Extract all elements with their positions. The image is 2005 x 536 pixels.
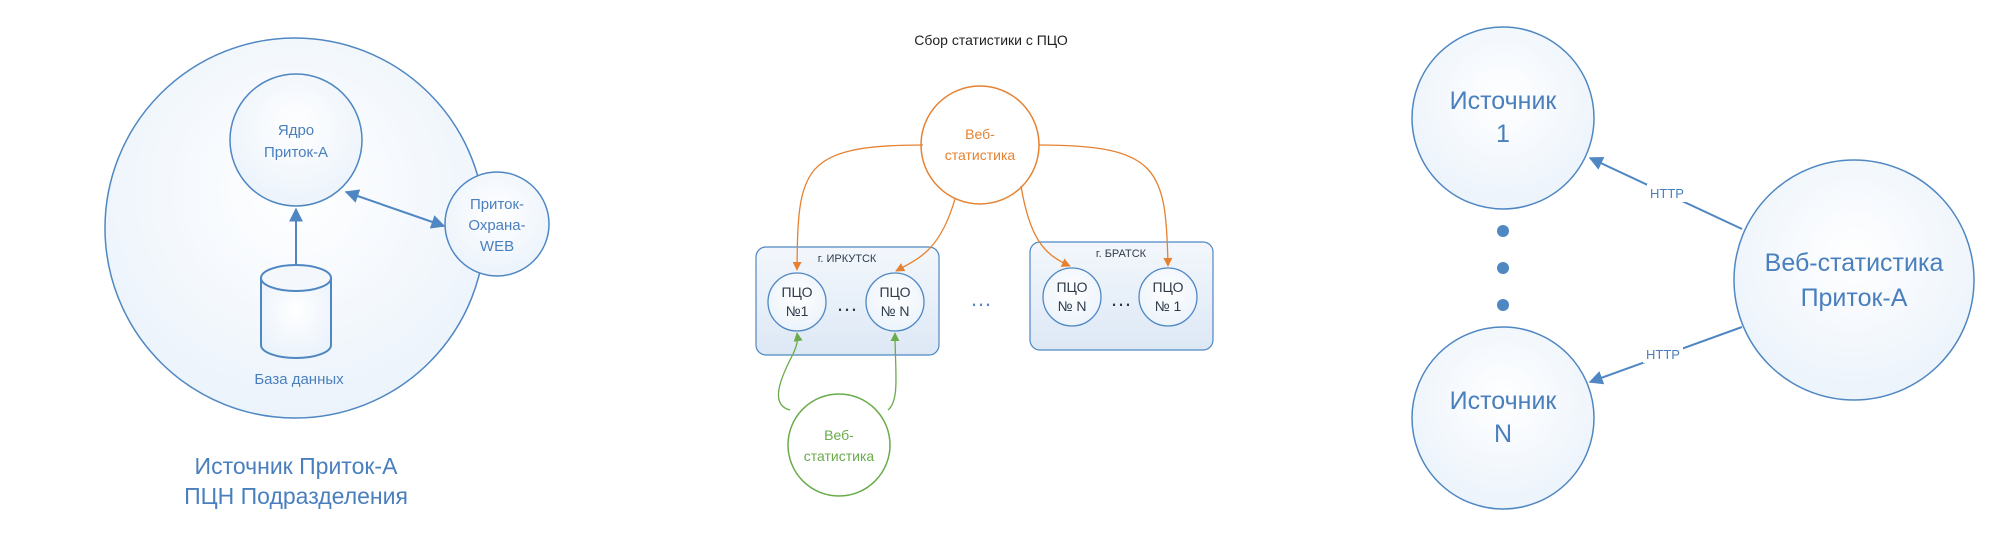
core-node (229, 73, 363, 207)
source-1-line1: Источник (1450, 87, 1558, 115)
pco-irkutsk-n-label: ПЦО (879, 284, 910, 300)
sources-dot-1 (1497, 225, 1509, 237)
pco-irkutsk-1-label: ПЦО (781, 284, 812, 300)
source-1-line2: 1 (1496, 120, 1510, 148)
groups-ellipsis: … (970, 286, 992, 311)
orange-link-bratsk-1 (1038, 144, 1173, 267)
web-stat-bottom-node (787, 393, 891, 497)
web-stat-main-node (1733, 159, 1975, 401)
left-diagram: Ядро Приток-А Приток- Охрана- WEB База д… (104, 37, 550, 509)
http-label-top-bg (1647, 184, 1687, 202)
pco-bratsk-1-num: № 1 (1155, 298, 1182, 314)
sources-dot-2 (1497, 262, 1509, 274)
source-1-node (1411, 26, 1595, 210)
web-stat-top-line1: Веб- (965, 126, 995, 142)
pco-bratsk-n (1042, 267, 1102, 327)
web-label-line2: Охрана- (468, 217, 525, 234)
core-web-connector (344, 189, 446, 229)
web-stat-bottom-line1: Веб- (824, 427, 854, 443)
pco-bratsk-n-num: № N (1057, 298, 1086, 314)
http-label-top: HTTP (1650, 186, 1684, 201)
sources-dot-3 (1497, 299, 1509, 311)
irkutsk-ellipsis: … (836, 291, 858, 316)
group-bratsk-label: г. БРАТСК (1096, 248, 1147, 260)
pco-irkutsk-n-num: № N (880, 303, 909, 319)
left-caption-line2: ПЦН Подразделения (184, 483, 408, 509)
orange-link-irkutsk-1 (792, 144, 924, 271)
web-label-line1: Приток- (470, 196, 524, 213)
middle-diagram: Сбор статистики с ПЦО г. ИРКУТСК г. БРАТ… (755, 32, 1214, 497)
pco-bratsk-1 (1138, 267, 1198, 327)
web-stat-main-line2: Приток-А (1801, 284, 1908, 312)
pco-irkutsk-1-num: №1 (786, 303, 809, 319)
source-n-line1: Источник (1450, 387, 1558, 415)
left-caption-line1: Источник Приток-А (195, 453, 399, 479)
source-n-node (1411, 326, 1595, 510)
database-icon (260, 264, 332, 359)
orange-link-irkutsk-n (895, 198, 956, 272)
source-n-line2: N (1494, 420, 1512, 448)
right-diagram: Источник 1 Источник N Веб-статистика При… (1411, 26, 1975, 510)
web-stat-main-line1: Веб-статистика (1765, 249, 1944, 277)
green-link-irkutsk-n (887, 332, 900, 411)
web-label-line3: WEB (480, 238, 514, 255)
core-label-line2: Приток-А (264, 144, 328, 161)
pco-irkutsk-1 (767, 272, 827, 332)
orange-link-bratsk-n (1020, 185, 1071, 267)
green-link-irkutsk-1 (777, 332, 803, 411)
core-label-line1: Ядро (278, 122, 314, 139)
pco-bratsk-1-label: ПЦО (1152, 279, 1183, 295)
database-label: База данных (254, 371, 344, 388)
pco-bratsk-n-label: ПЦО (1056, 279, 1087, 295)
bratsk-ellipsis: … (1110, 286, 1132, 311)
middle-title: Сбор статистики с ПЦО (914, 32, 1068, 48)
web-stat-bottom-line2: статистика (804, 448, 875, 464)
group-irkutsk-label: г. ИРКУТСК (818, 253, 877, 265)
http-label-bottom: HTTP (1646, 347, 1680, 362)
http-label-bottom-bg (1643, 345, 1683, 363)
pco-irkutsk-n (865, 272, 925, 332)
web-stat-top-line2: статистика (945, 147, 1016, 163)
